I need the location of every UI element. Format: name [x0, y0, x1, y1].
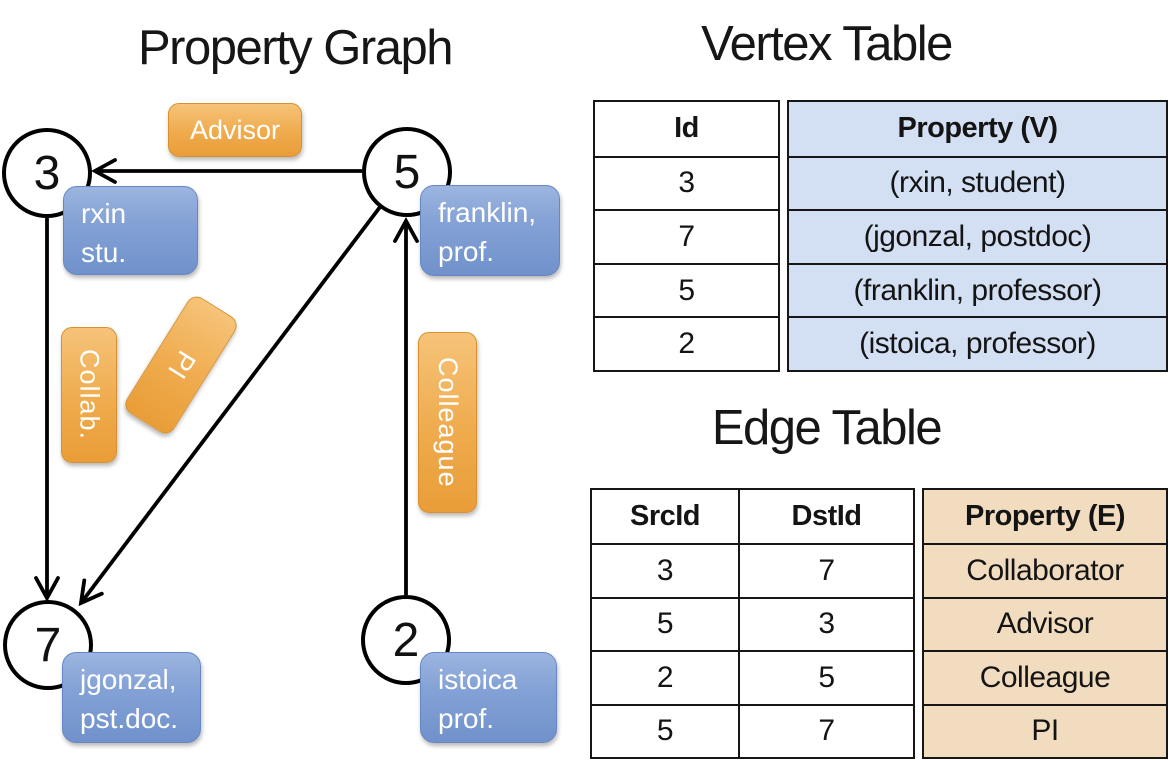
edge-table-header-srcid: SrcId — [592, 490, 740, 544]
edge-table-cell-property: Collaborator — [924, 543, 1166, 596]
vertex-property-line: franklin, — [438, 197, 537, 228]
edge-table-ids-columns: SrcId DstId 3 7 5 3 2 5 5 7 — [590, 488, 915, 759]
vertex-table-cell-id: 7 — [595, 209, 778, 263]
edge-table-cell-dstid: 7 — [740, 703, 913, 757]
vertex-property-box-2: istoica prof. — [420, 652, 557, 743]
edge-table-cell-property: PI — [924, 703, 1166, 757]
edge-label-colleague: Colleague — [418, 332, 477, 513]
vertex-property-box-3: rxin stu. — [63, 186, 198, 275]
edge-table-cell-property: Advisor — [924, 596, 1166, 650]
edge-table-cell-srcid: 3 — [592, 543, 740, 597]
node-id-label: 2 — [392, 613, 420, 667]
vertex-table-title: Vertex Table — [701, 17, 953, 71]
vertex-table-cell-property: (rxin, student) — [789, 155, 1166, 210]
vertex-table-cell-property: (franklin, professor) — [789, 262, 1166, 317]
vertex-property-line: stu. — [81, 236, 127, 268]
vertex-table-id-column: Id 3 7 5 2 — [593, 100, 780, 372]
edge-label-collab: Collab. — [61, 327, 117, 463]
property-graph-title: Property Graph — [138, 21, 454, 75]
edge-table-header-property: Property (E) — [965, 500, 1125, 533]
vertex-table-cell-id: 5 — [595, 262, 778, 317]
edge-label-text: Collab. — [74, 349, 105, 441]
vertex-table-cell-property: (jgonzal, postdoc) — [789, 209, 1166, 263]
vertex-property-box-5: franklin, prof. — [420, 185, 560, 276]
edge-table-cell-srcid: 2 — [592, 650, 740, 704]
node-id-label: 3 — [33, 146, 61, 200]
vertex-table-cell-property: (istoica, professor) — [789, 316, 1166, 370]
graph-edges-layer — [34, 158, 419, 607]
vertex-property-line: prof. — [438, 235, 495, 267]
edge-table-cell-property: Colleague — [924, 650, 1166, 703]
edge-label-advisor: Advisor — [168, 103, 302, 157]
vertex-property-line: prof. — [438, 702, 495, 734]
edge-table-cell-dstid: 7 — [740, 543, 913, 596]
vertex-table-property-column: Property (V) (rxin, student) (jgonzal, p… — [787, 100, 1168, 372]
edge-label-text: PI — [161, 345, 202, 385]
edge-table-cell-srcid: 5 — [592, 596, 740, 651]
node-id-label: 7 — [34, 618, 62, 672]
edge-table-cell-srcid: 5 — [592, 703, 740, 757]
graph-node-2: 2 — [361, 595, 451, 685]
edge-table-property-column: Property (E) Collaborator Advisor Collea… — [922, 488, 1168, 759]
edge-table-cell-dstid: 3 — [740, 596, 913, 650]
vertex-property-line: rxin — [81, 198, 127, 229]
vertex-property-line: istoica — [438, 664, 518, 695]
edge-table-header-dstid: DstId — [791, 500, 863, 533]
node-id-label: 5 — [393, 145, 421, 199]
vertex-property-line: pst.doc. — [80, 702, 179, 734]
graph-node-5: 5 — [362, 127, 452, 217]
edge-pi-5-to-7 — [78, 205, 382, 607]
edge-table-title: Edge Table — [711, 401, 943, 455]
vertex-table-header-id: Id — [674, 112, 699, 145]
vertex-table-cell-id: 3 — [595, 155, 778, 210]
edge-label-text: Colleague — [433, 357, 463, 488]
edge-label-text: Advisor — [189, 114, 281, 145]
vertex-property-line: jgonzal, — [80, 664, 177, 695]
vertex-table-cell-id: 2 — [595, 316, 778, 370]
vertex-property-box-7: jgonzal, pst.doc. — [62, 652, 201, 743]
vertex-table-header-property: Property (V) — [897, 112, 1058, 145]
edge-table-cell-dstid: 5 — [740, 650, 913, 703]
